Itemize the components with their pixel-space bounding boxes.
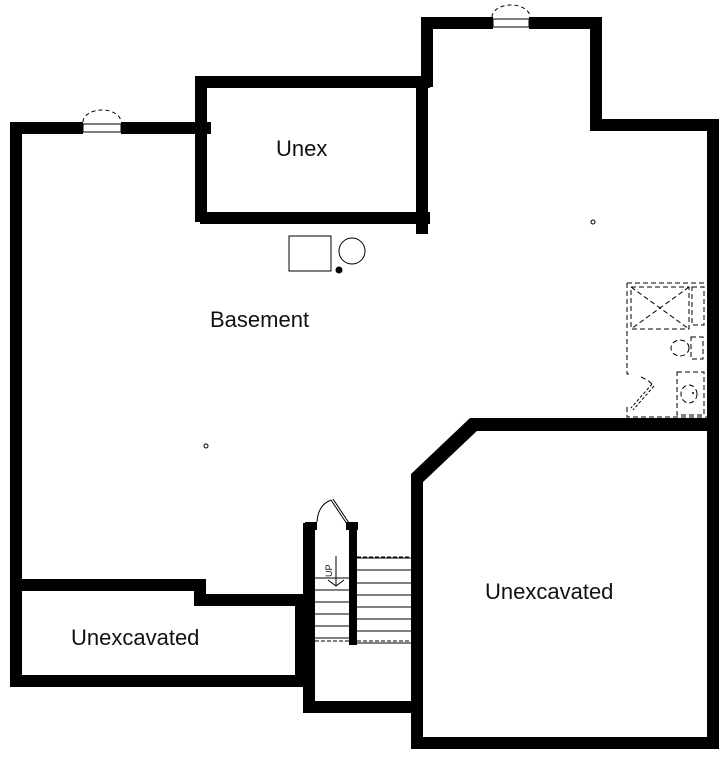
post-icon [590,219,596,225]
stairs: UP [315,498,411,644]
room-label-unexcavated-right: Unexcavated [485,579,613,604]
shower-icon [630,286,690,330]
walls [10,17,719,749]
room-label-unex: Unex [276,136,327,161]
sink-icon [676,371,705,416]
water-heater-icon [338,237,366,265]
mechanical [288,235,366,274]
window-top [491,4,531,28]
arrow-down-icon [327,579,345,587]
door-swing-icon[interactable] [316,499,332,523]
toilet-icon [670,339,690,357]
post-icon [203,443,209,449]
floor-drain-icon [335,266,343,274]
shower-bench-icon [691,286,705,326]
room-label-unexcavated-left: Unexcavated [71,625,199,650]
room-label-basement: Basement [210,307,309,332]
furnace-icon [288,235,332,272]
bathroom-rough-in [626,282,707,418]
stairs-up-label: UP [324,564,334,577]
window-left [82,109,122,133]
